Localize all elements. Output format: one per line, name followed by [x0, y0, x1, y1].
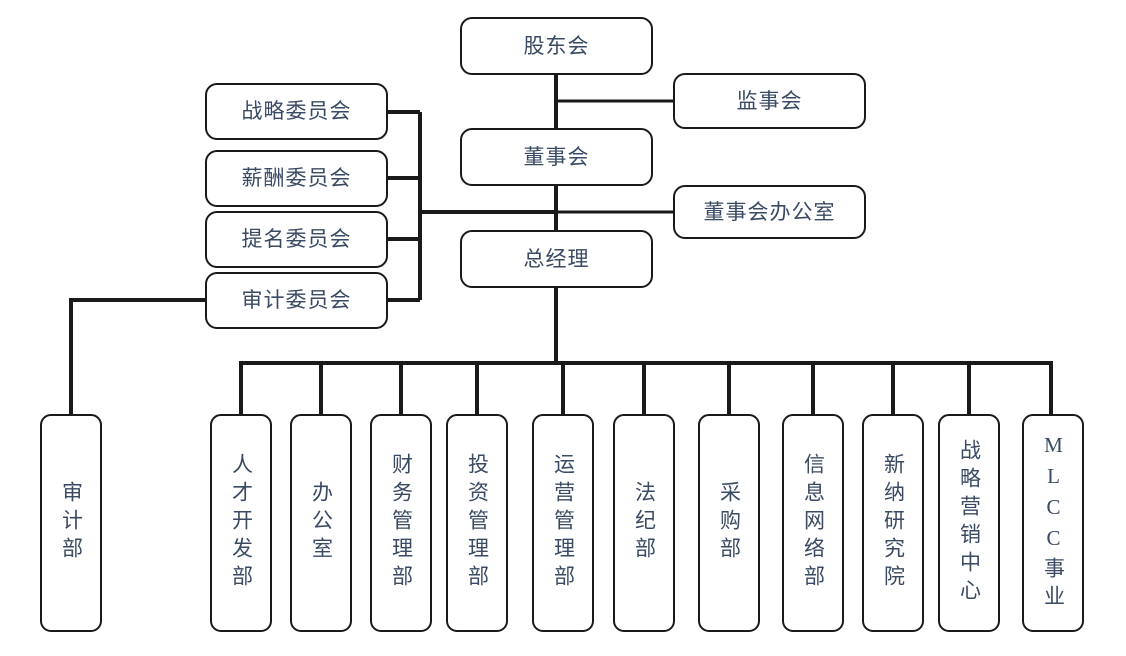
node-board-of-directors[interactable]: 董事会 — [460, 128, 653, 186]
node-committee-compensation[interactable]: 薪酬委员会 — [205, 150, 388, 207]
node-general-manager[interactable]: 总经理 — [460, 230, 653, 288]
node-label: 财务管理部 — [389, 453, 414, 593]
node-label: 信息网络部 — [801, 453, 826, 593]
node-department-procurement[interactable]: 采购部 — [698, 414, 760, 632]
node-label: 总经理 — [523, 246, 590, 271]
node-department-xinna-research-institute[interactable]: 新纳研究院 — [862, 414, 924, 632]
node-department-talent-development[interactable]: 人才开发部 — [210, 414, 272, 632]
node-department-investment-management[interactable]: 投资管理部 — [446, 414, 508, 632]
node-label: 战略营销中心 — [957, 439, 982, 607]
node-label: 采购部 — [717, 481, 742, 565]
node-label: 法纪部 — [632, 481, 657, 565]
node-label: 战略委员会 — [241, 99, 352, 124]
node-label: 监事会 — [736, 88, 803, 113]
node-label: 提名委员会 — [241, 227, 352, 252]
node-audit-department[interactable]: 审计部 — [40, 414, 102, 632]
node-board-office[interactable]: 董事会办公室 — [673, 185, 866, 239]
node-department-legal-discipline[interactable]: 法纪部 — [613, 414, 675, 632]
node-shareholders-meeting[interactable]: 股东会 — [460, 17, 653, 75]
node-department-information-network[interactable]: 信息网络部 — [782, 414, 844, 632]
node-label: MLCC事业 — [1041, 433, 1066, 613]
node-supervisory-board[interactable]: 监事会 — [673, 73, 866, 129]
node-label: 办公室 — [309, 481, 334, 565]
node-department-mlcc-business[interactable]: MLCC事业 — [1022, 414, 1084, 632]
node-label: 董事会办公室 — [703, 199, 836, 224]
node-label: 审计委员会 — [241, 288, 352, 313]
node-department-finance-management[interactable]: 财务管理部 — [370, 414, 432, 632]
node-committee-strategy[interactable]: 战略委员会 — [205, 83, 388, 140]
node-department-strategic-marketing-center[interactable]: 战略营销中心 — [938, 414, 1000, 632]
node-label: 投资管理部 — [465, 453, 490, 593]
node-label: 股东会 — [523, 33, 590, 58]
node-label: 人才开发部 — [229, 453, 254, 593]
node-label: 新纳研究院 — [881, 453, 906, 593]
node-committee-audit[interactable]: 审计委员会 — [205, 272, 388, 329]
node-department-office[interactable]: 办公室 — [290, 414, 352, 632]
node-department-operations-management[interactable]: 运营管理部 — [532, 414, 594, 632]
node-label: 薪酬委员会 — [241, 166, 352, 191]
node-label: 运营管理部 — [551, 453, 576, 593]
node-label: 审计部 — [59, 481, 84, 565]
node-label: 董事会 — [523, 144, 590, 169]
node-committee-nomination[interactable]: 提名委员会 — [205, 211, 388, 268]
